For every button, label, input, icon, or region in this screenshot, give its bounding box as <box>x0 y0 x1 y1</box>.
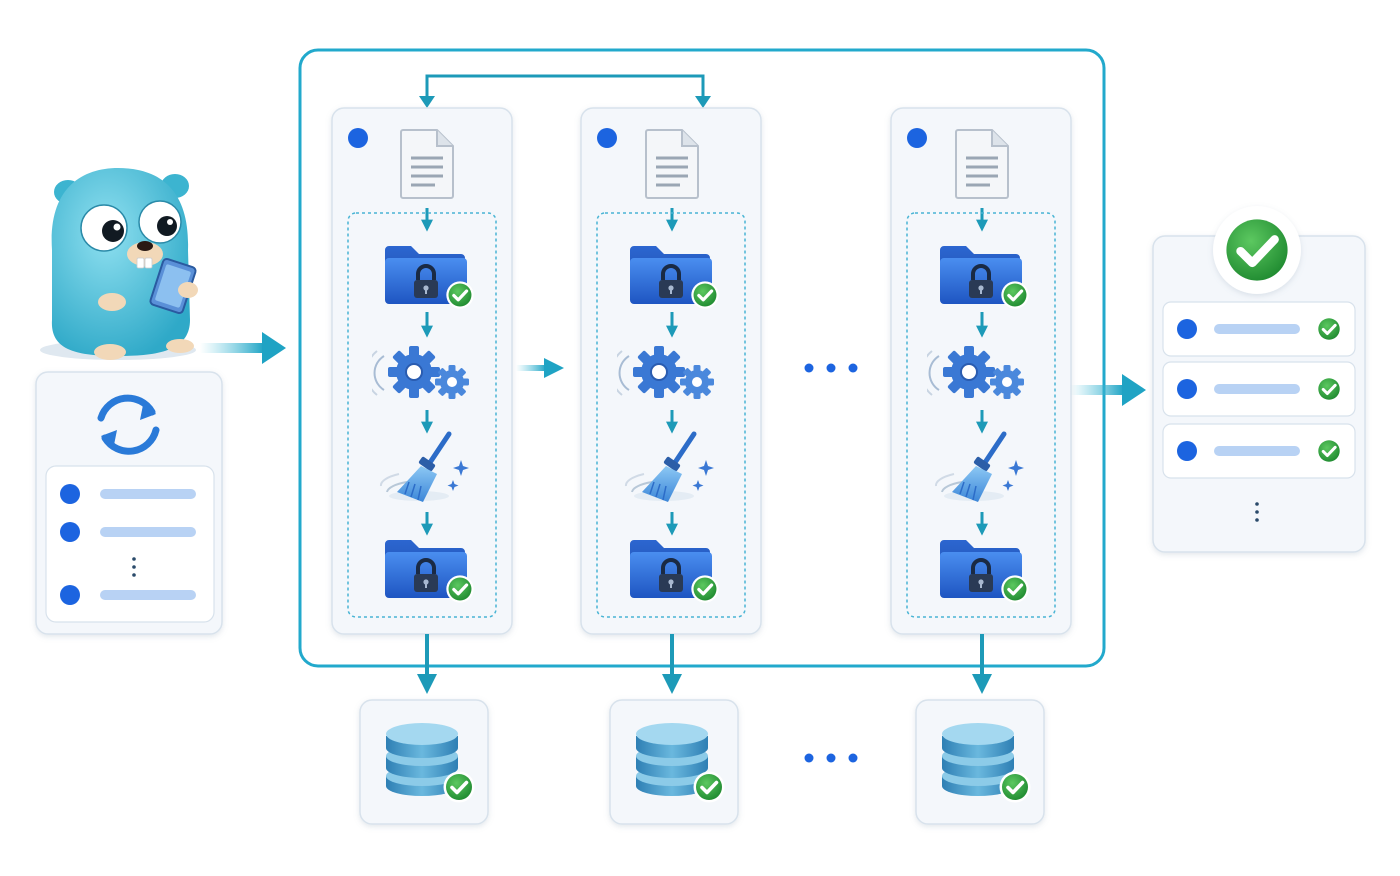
sync-icon <box>97 394 160 455</box>
input-list-panel <box>45 465 215 623</box>
worker-2-pipeline-box <box>596 212 746 618</box>
worker-to-worker-arrow <box>516 365 546 371</box>
worker-sync-arrow <box>425 74 705 104</box>
locked-folder-icon <box>385 246 474 309</box>
success-check-icon <box>1221 214 1294 287</box>
input-list-ellipsis <box>132 557 136 577</box>
input-item-bar <box>100 489 196 499</box>
databases-ellipsis <box>804 753 858 763</box>
document-icon <box>399 128 455 200</box>
result-item-check-icon <box>1315 315 1343 343</box>
input-item-bar <box>100 527 196 537</box>
worker-sync-arrow-head-right <box>695 96 711 108</box>
gopher-mascot-icon <box>40 168 198 360</box>
pool-to-result-arrow <box>1070 374 1146 406</box>
locked-folder-icon <box>940 540 1029 603</box>
locked-folder-icon <box>385 540 474 603</box>
worker-to-worker-arrow-head <box>544 358 564 378</box>
document-icon <box>644 128 700 200</box>
input-item-dot <box>60 522 80 542</box>
result-item-bar <box>1214 324 1300 334</box>
locked-folder-icon <box>630 540 719 603</box>
input-item-dot <box>60 585 80 605</box>
worker-1-status-dot <box>348 128 368 148</box>
worker-2-status-dot <box>597 128 617 148</box>
input-item-bar <box>100 590 196 600</box>
locked-folder-icon <box>630 246 719 309</box>
document-icon <box>954 128 1010 200</box>
result-item-dot <box>1177 441 1197 461</box>
result-list-ellipsis <box>1255 502 1259 522</box>
result-item-check-icon <box>1315 437 1343 465</box>
input-to-pool-arrow <box>200 332 286 364</box>
workers-ellipsis <box>804 363 858 373</box>
worker-pool-border <box>298 48 1106 668</box>
worker-1-pipeline-box <box>347 212 497 618</box>
result-item-dot <box>1177 319 1197 339</box>
result-item-bar <box>1214 384 1300 394</box>
result-item-bar <box>1214 446 1300 456</box>
input-item-dot <box>60 484 80 504</box>
locked-folder-icon <box>940 246 1029 309</box>
worker-sync-arrow-head-left <box>419 96 435 108</box>
worker-n-status-dot <box>907 128 927 148</box>
worker-n-pipeline-box <box>906 212 1056 618</box>
result-item-dot <box>1177 379 1197 399</box>
result-item-check-icon <box>1315 375 1343 403</box>
